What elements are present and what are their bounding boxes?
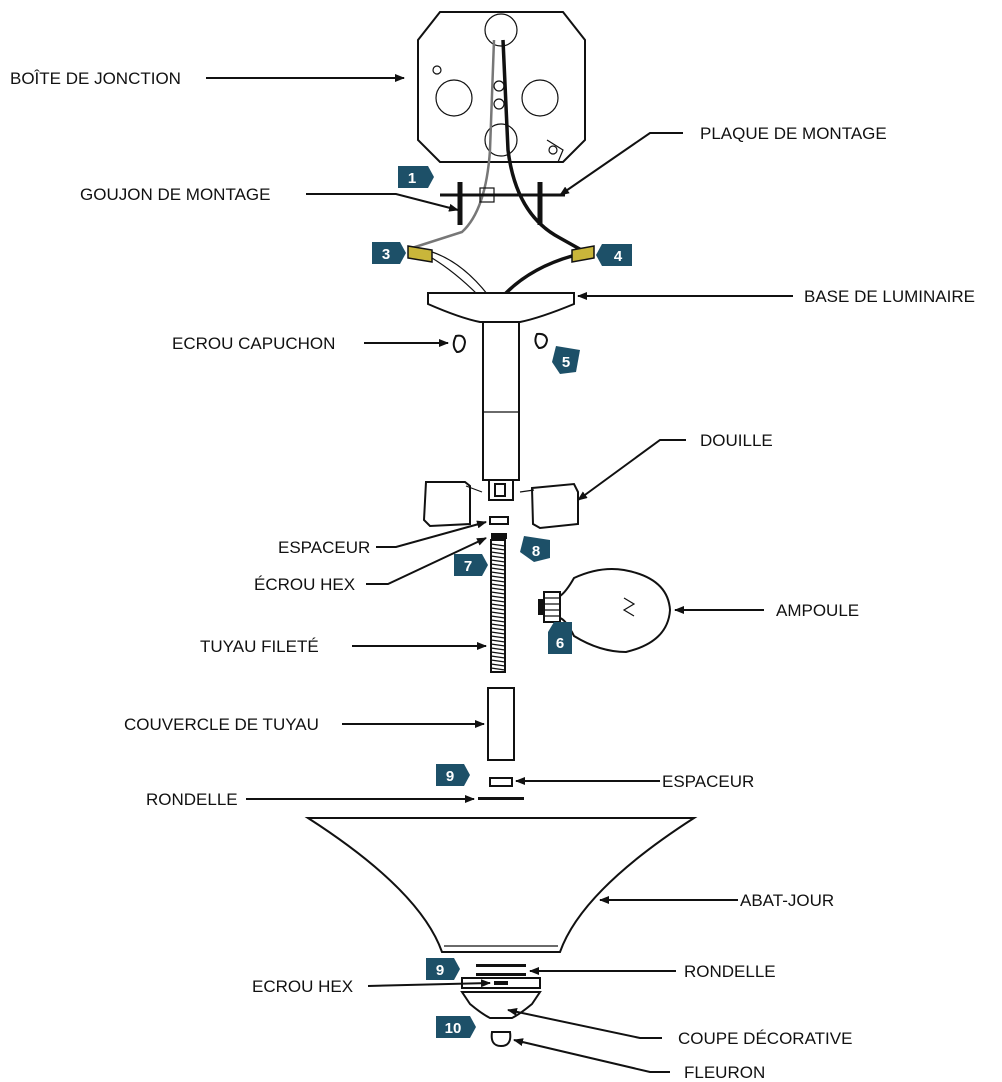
label-spacer-top: ESPACEUR [278,538,370,557]
finial-part [490,1031,512,1048]
label-threaded-pipe: TUYAU FILETÉ [200,637,319,656]
label-washer-top: RONDELLE [146,790,238,809]
pipe-cover-part [487,687,515,761]
fixture-stem-part [482,321,520,501]
label-fixture-base: BASE DE LUMINAIRE [804,287,975,306]
hex-nut-top-part [491,533,507,539]
wire-nut-left [407,245,489,296]
step-badge-4: 4 [596,244,632,266]
black-wire [501,39,586,254]
threaded-pipe-part [490,539,506,673]
washer-bottom-part [476,964,526,976]
step-badge-6: 6 [548,622,572,654]
step-badge-1: 1 [398,166,434,188]
shade-part [304,817,698,953]
washer-top-part [478,797,524,800]
step-badge-9-bottom: 9 [426,958,460,980]
socket-part [422,481,579,530]
step-badge-7: 7 [454,554,488,576]
label-shade: ABAT-JOUR [740,891,834,910]
label-spacer-bottom: ESPACEUR [662,772,754,791]
label-mounting-stud: GOUJON DE MONTAGE [80,185,270,204]
mounting-stud-part [457,182,543,225]
svg-text:10: 10 [445,1020,462,1037]
wire-nut-right [502,245,595,297]
step-badge-3: 3 [372,242,406,264]
svg-text:7: 7 [464,558,472,575]
svg-text:1: 1 [408,170,416,187]
label-pipe-cover: COUVERCLE DE TUYAU [124,715,319,734]
label-cap-nut: ECROU CAPUCHON [172,334,335,353]
step-badge-8: 8 [520,536,550,562]
svg-text:8: 8 [532,543,540,560]
step-badge-9-top: 9 [436,764,470,786]
step-badge-10: 10 [436,1016,476,1038]
label-socket: DOUILLE [700,431,773,450]
svg-text:4: 4 [614,248,623,265]
label-hex-nut-top: ÉCROU HEX [254,575,355,594]
leader-lines [206,74,793,1073]
label-washer-bottom: RONDELLE [684,962,776,981]
spacer-bottom-part [489,777,513,787]
cap-nut-part [452,332,549,354]
svg-text:6: 6 [556,635,564,652]
spacer-top-part [489,516,509,525]
decorative-cup-part [460,991,542,1019]
svg-text:9: 9 [446,768,454,785]
label-hex-nut-bottom: ECROU HEX [252,977,353,996]
label-mounting-plate: PLAQUE DE MONTAGE [700,124,887,143]
junction-box-part [417,11,586,163]
label-junction-box: BOÎTE DE JONCTION [10,69,181,88]
white-wire [411,39,496,250]
fixture-base-part [427,292,575,323]
svg-text:5: 5 [562,354,570,371]
label-decorative-cup: COUPE DÉCORATIVE [678,1029,852,1048]
label-finial: FLEURON [684,1063,765,1082]
svg-text:9: 9 [436,962,444,979]
label-bulb: AMPOULE [776,601,859,620]
bulb-part [538,568,672,654]
svg-text:3: 3 [382,246,390,263]
step-badge-5: 5 [552,346,580,374]
